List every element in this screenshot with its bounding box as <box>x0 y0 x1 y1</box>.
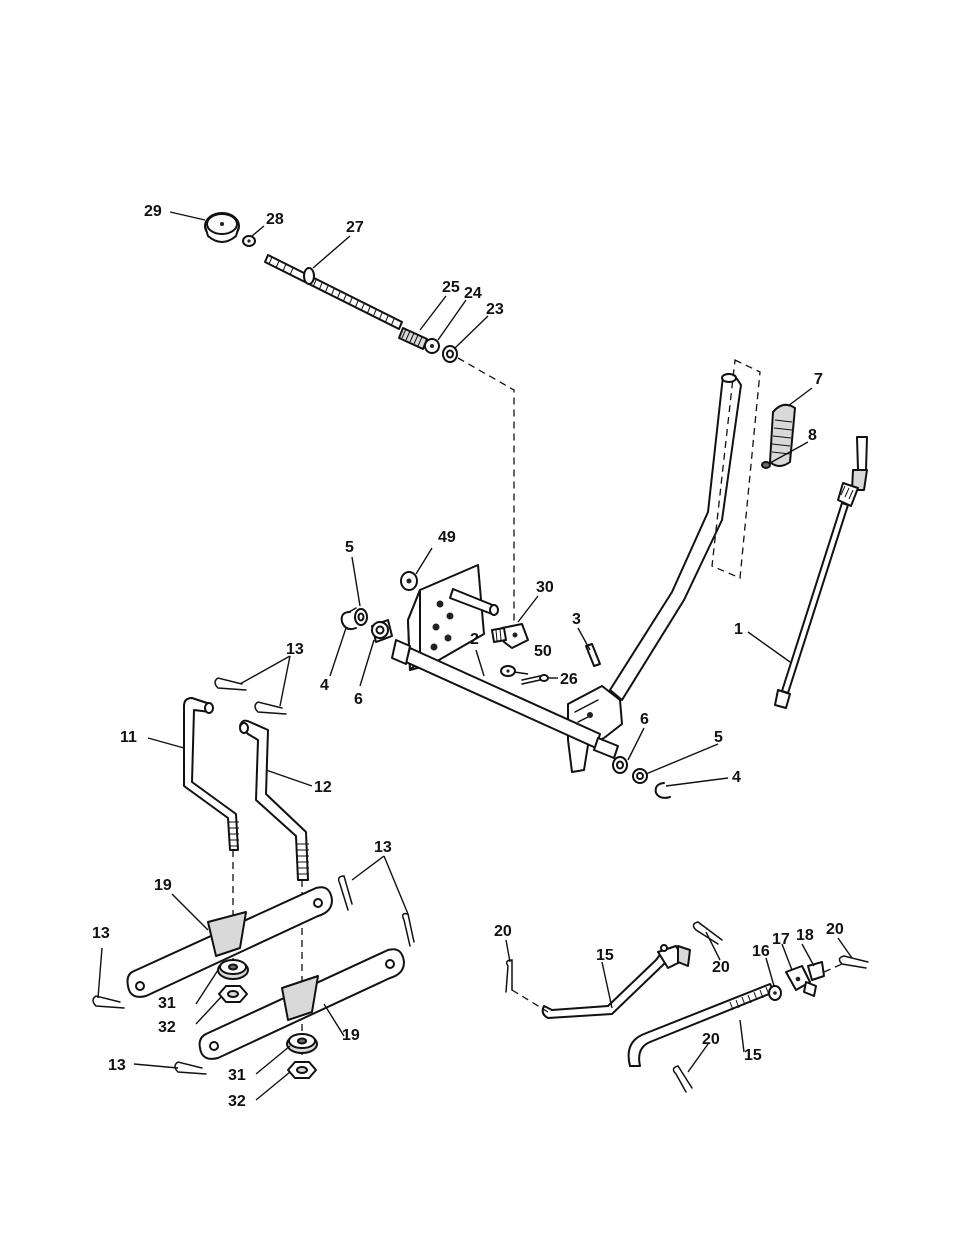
washer-24 <box>425 339 439 353</box>
callout-labels: 29 28 27 25 24 23 7 8 1 5 49 30 3 50 26 … <box>92 203 844 1110</box>
callout-27: 27 <box>346 219 364 236</box>
hairpin-20-left <box>506 960 512 992</box>
callout-25: 25 <box>442 279 460 296</box>
hairpin-20-mid <box>693 922 722 944</box>
callout-7: 7 <box>814 371 823 388</box>
callout-17: 17 <box>772 931 790 948</box>
callout-15-lower: 15 <box>744 1047 762 1064</box>
callout-5-right: 5 <box>714 729 723 746</box>
callout-15-upper: 15 <box>596 947 614 964</box>
callout-1: 1 <box>734 621 743 638</box>
spring-25 <box>399 328 427 349</box>
callout-31-lower: 31 <box>228 1067 246 1084</box>
trunnion-30 <box>492 624 528 648</box>
callout-31-upper: 31 <box>158 995 176 1012</box>
callout-6-right: 6 <box>640 711 649 728</box>
washer-23 <box>443 346 457 362</box>
callout-26: 26 <box>560 671 578 688</box>
callout-18: 18 <box>796 927 814 944</box>
callout-29: 29 <box>144 203 162 220</box>
nut-32-upper <box>219 986 247 1002</box>
lift-link-11 <box>184 698 239 850</box>
callout-8: 8 <box>808 427 817 444</box>
hairpin-13-right-b <box>403 914 414 946</box>
callout-3: 3 <box>572 611 581 628</box>
callout-50: 50 <box>534 643 552 660</box>
callout-20-right: 20 <box>826 921 844 938</box>
washer-5-left <box>355 609 367 625</box>
callout-6-left: 6 <box>354 691 363 708</box>
clip-alignment-right <box>824 964 842 972</box>
nut-32-lower <box>288 1062 316 1078</box>
washer-16 <box>769 986 781 1000</box>
retainer-4-left <box>342 608 356 629</box>
washer-31-upper <box>218 960 248 979</box>
callout-13-right: 13 <box>374 839 392 856</box>
callout-13-left: 13 <box>92 925 110 942</box>
knob-29 <box>205 213 239 242</box>
bushing-6-right <box>613 757 627 773</box>
callout-24: 24 <box>464 285 482 302</box>
callout-28: 28 <box>266 211 284 228</box>
washer-49 <box>401 572 417 590</box>
rod-15-upper <box>543 945 690 1018</box>
lift-arm-19-upper <box>128 887 333 997</box>
callout-13-bottom: 13 <box>108 1057 126 1074</box>
callout-49: 49 <box>438 529 456 546</box>
callout-12: 12 <box>314 779 332 796</box>
washer-31-lower <box>287 1034 317 1053</box>
hairpin-20-right <box>839 956 868 968</box>
screw-8 <box>762 462 770 468</box>
lift-handle <box>568 374 741 772</box>
callout-19-lower: 19 <box>342 1027 360 1044</box>
callout-30: 30 <box>536 579 554 596</box>
callout-5-left: 5 <box>345 539 354 556</box>
callout-13-top: 13 <box>286 641 304 658</box>
callout-11: 11 <box>120 729 137 746</box>
callout-4-right: 4 <box>732 769 741 786</box>
lift-link-12 <box>240 721 309 880</box>
hairpin-13-top-b <box>255 702 286 714</box>
callout-23: 23 <box>486 301 504 318</box>
callout-19-upper: 19 <box>154 877 172 894</box>
callout-2: 2 <box>470 631 479 648</box>
callout-4-left: 4 <box>320 677 329 694</box>
washer-5-right <box>633 769 647 783</box>
hairpin-13-right-a <box>339 876 352 910</box>
cotter-26 <box>522 675 548 684</box>
hairpin-13-bottom <box>175 1062 206 1074</box>
callout-32-upper: 32 <box>158 1019 176 1036</box>
callout-16: 16 <box>752 943 770 960</box>
callout-20-mid: 20 <box>712 959 730 976</box>
washer-28 <box>243 236 255 246</box>
callout-20-left: 20 <box>494 923 512 940</box>
callout-32-lower: 32 <box>228 1093 246 1110</box>
callout-20-bottom: 20 <box>702 1031 720 1048</box>
rod-1 <box>775 437 867 708</box>
adjustment-rod-27 <box>265 255 402 329</box>
washer-50 <box>501 666 515 676</box>
bushing-6-left <box>372 620 392 642</box>
